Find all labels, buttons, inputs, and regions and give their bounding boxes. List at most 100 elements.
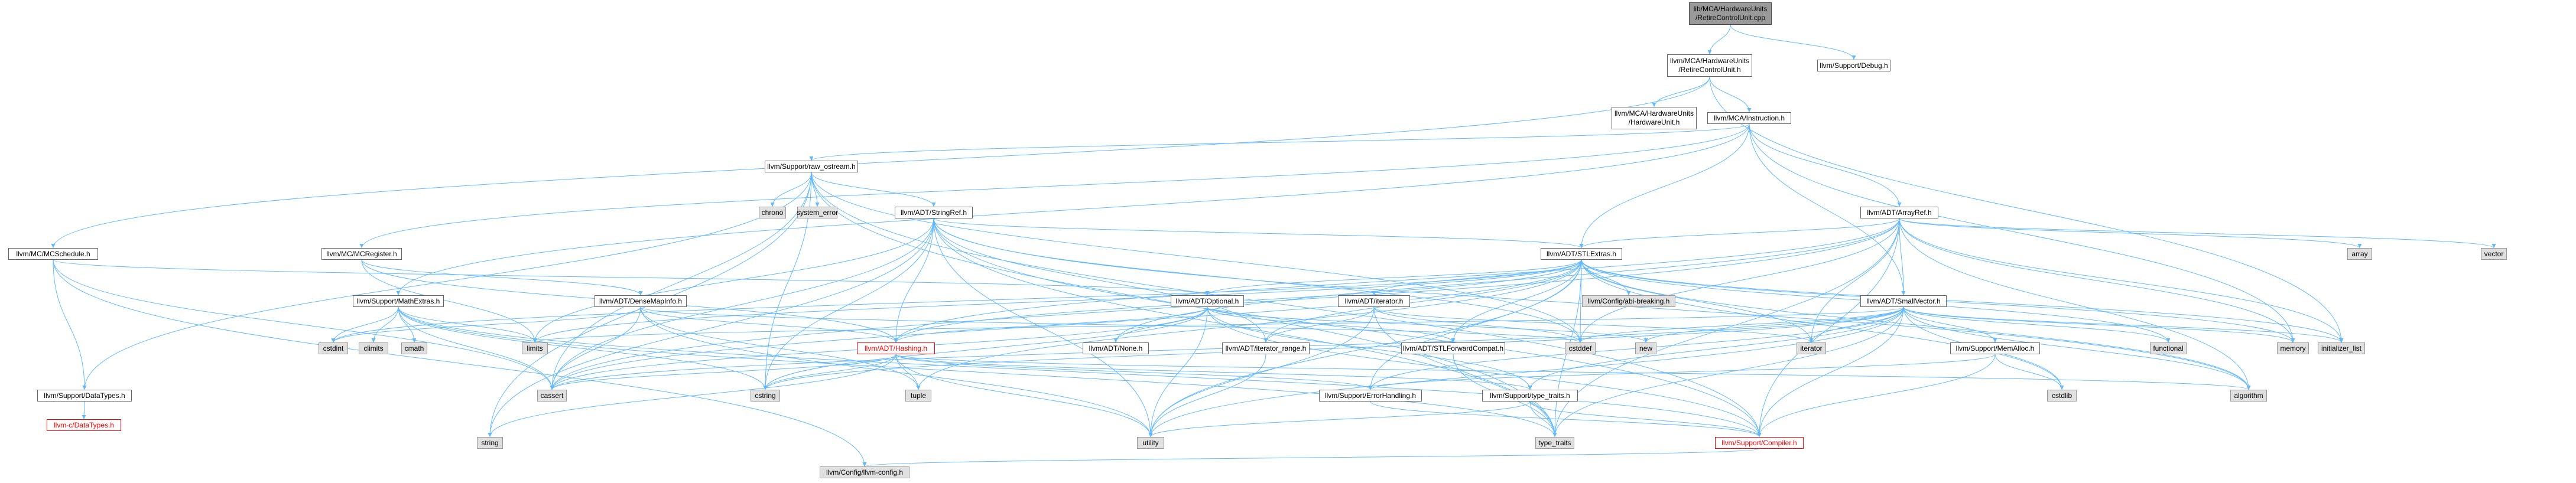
edge-instr-to-mathextras bbox=[396, 123, 1750, 296]
header-node-cstring: cstring bbox=[751, 390, 780, 402]
edge-optional-to-stlfwd bbox=[1207, 306, 1456, 343]
edge-stlextras-to-iterator_h bbox=[1372, 259, 1582, 296]
edge-raw-to-compiler bbox=[811, 172, 1762, 438]
header-node-utility: utility bbox=[1137, 437, 1164, 449]
header-node-smallvec[interactable]: llvm/ADT/SmallVector.h bbox=[1860, 295, 1947, 307]
edge-smallvec-to-memalloc bbox=[1903, 306, 1997, 343]
header-node-cdatatypes[interactable]: llvm-c/DataTypes.h bbox=[47, 419, 121, 431]
header-node-stlextras[interactable]: llvm/ADT/STLExtras.h bbox=[1541, 248, 1622, 260]
header-node-instr[interactable]: llvm/MCA/Instruction.h bbox=[1707, 112, 1791, 124]
edge-mcreg-to-limits bbox=[361, 259, 537, 343]
edge-memalloc-to-cstdlib bbox=[1994, 354, 2064, 390]
edge-root-to-rcu_h bbox=[1707, 24, 1731, 55]
edge-stlextras-to-tuple bbox=[916, 259, 1582, 390]
node-label-line: llvm/ADT/STLExtras.h bbox=[1546, 249, 1617, 258]
edge-smallvec-to-algorithm bbox=[1903, 306, 2251, 390]
header-node-none[interactable]: llvm/ADT/None.h bbox=[1083, 342, 1149, 354]
edge-arrayref-to-initlist bbox=[1899, 218, 2344, 343]
node-label-line: llvm-c/DataTypes.h bbox=[53, 420, 115, 429]
node-label-line: llvm/Support/MemAlloc.h bbox=[1955, 344, 2035, 353]
edge-root-to-debug bbox=[1730, 24, 1856, 60]
edge-typetraits_h-to-utility bbox=[1148, 401, 1531, 438]
node-label-line: cassert bbox=[540, 391, 564, 400]
header-node-datatypes[interactable]: llvm/Support/DataTypes.h bbox=[37, 390, 132, 402]
edge-hashing-to-cassert bbox=[550, 354, 896, 390]
header-node-typetraits-h[interactable]: llvm/Support/type_traits.h bbox=[1482, 390, 1578, 402]
edge-iterator_h-to-iterrange bbox=[1263, 306, 1375, 343]
header-node-raw[interactable]: llvm/Support/raw_ostream.h bbox=[765, 161, 858, 172]
node-label-line: llvm/Support/MathExtras.h bbox=[356, 296, 440, 305]
edge-mcsched-to-llvmconfig bbox=[53, 259, 867, 467]
edge-mcreg-to-densemapinfo bbox=[361, 259, 643, 296]
node-label-line: llvm/ADT/iterator_range.h bbox=[1225, 344, 1307, 353]
edge-mathextras-to-cassert bbox=[398, 306, 554, 390]
header-node-vector: vector bbox=[2481, 248, 2507, 260]
header-node-abibreak: llvm/Config/abi-breaking.h bbox=[1582, 295, 1675, 307]
edge-smallvec-to-limits bbox=[533, 306, 1904, 343]
node-label-line: /HardwareUnit.h bbox=[1628, 118, 1680, 126]
header-node-stlfwd[interactable]: llvm/ADT/STLForwardCompat.h bbox=[1401, 342, 1505, 354]
header-node-memalloc[interactable]: llvm/Support/MemAlloc.h bbox=[1950, 342, 2040, 354]
header-node-strref[interactable]: llvm/ADT/StringRef.h bbox=[895, 207, 973, 218]
header-node-iterrange[interactable]: llvm/ADT/iterator_range.h bbox=[1222, 342, 1310, 354]
node-label-line: array bbox=[2351, 249, 2368, 258]
node-label-line: llvm/Support/ErrorHandling.h bbox=[1324, 391, 1417, 400]
edge-datatypes-to-cdatatypes bbox=[82, 401, 86, 420]
edge-hashing-to-tuple bbox=[895, 354, 921, 390]
edge-densemapinfo-to-tuple bbox=[640, 306, 921, 390]
header-node-mcsched[interactable]: llvm/MC/MCSchedule.h bbox=[8, 248, 98, 260]
edge-hashing-to-typetraits_h bbox=[895, 354, 1532, 390]
edge-stlextras-to-limits bbox=[532, 259, 1582, 343]
edge-instr-to-raw bbox=[809, 123, 1750, 161]
edge-optional-to-typetraits_h bbox=[1207, 306, 1532, 390]
header-node-densemapinfo[interactable]: llvm/ADT/DenseMapInfo.h bbox=[595, 295, 687, 307]
header-node-limits: limits bbox=[522, 342, 548, 354]
node-label-line: /RetireControlUnit.h bbox=[1678, 66, 1741, 74]
header-node-mcreg[interactable]: llvm/MC/MCRegister.h bbox=[321, 248, 402, 260]
node-label-line: functional bbox=[2153, 344, 2184, 353]
edge-iterator_h-to-utility bbox=[1148, 306, 1375, 438]
node-label-line: llvm/MCA/Instruction.h bbox=[1713, 113, 1785, 122]
node-label-line: llvm/Config/llvm-config.h bbox=[826, 468, 904, 477]
node-label-line: iterator bbox=[1800, 344, 1823, 353]
edge-strref-to-cstddef bbox=[933, 218, 1583, 343]
edge-arrayref-to-compiler bbox=[1757, 218, 1900, 438]
node-label-line: vector bbox=[2484, 249, 2504, 258]
edge-errhandling-to-compiler bbox=[1370, 401, 1762, 438]
edge-stlextras-to-cstdlib bbox=[1581, 259, 2064, 390]
header-node-cstdlib: cstdlib bbox=[2047, 390, 2077, 402]
node-label-line: tuple bbox=[910, 391, 927, 400]
header-node-arrayref[interactable]: llvm/ADT/ArrayRef.h bbox=[1860, 207, 1938, 218]
edge-mcsched-to-datatypes bbox=[53, 259, 87, 390]
node-label-line: llvm/ADT/DenseMapInfo.h bbox=[599, 296, 683, 305]
edge-typetraits_h-to-compiler bbox=[1529, 401, 1762, 438]
edge-stlextras-to-utility bbox=[1148, 259, 1582, 438]
edge-mathextras-to-compiler bbox=[398, 306, 1762, 438]
edge-instr-to-mcreg bbox=[359, 123, 1750, 249]
edge-instr-to-smallvec bbox=[1749, 123, 1906, 296]
header-node-hashing[interactable]: llvm/ADT/Hashing.h bbox=[857, 342, 935, 354]
header-node-hwunit[interactable]: llvm/MCA/HardwareUnits/HardwareUnit.h bbox=[1612, 107, 1697, 129]
edge-raw-to-cstddef bbox=[811, 172, 1583, 343]
header-node-array: array bbox=[2347, 248, 2372, 260]
edge-arrayref-to-vector bbox=[1899, 218, 2496, 249]
edge-smallvec-to-iterator bbox=[1809, 306, 1904, 343]
header-node-iterator-h[interactable]: llvm/ADT/iterator.h bbox=[1338, 295, 1410, 307]
header-node-debug[interactable]: llvm/Support/Debug.h bbox=[1817, 60, 1890, 71]
node-label-line: algorithm bbox=[2234, 391, 2263, 400]
node-label-line: system_error bbox=[797, 208, 839, 217]
header-node-compiler[interactable]: llvm/Support/Compiler.h bbox=[1715, 437, 1804, 449]
node-label-line: llvm/Support/raw_ostream.h bbox=[767, 162, 856, 171]
header-node-mathextras[interactable]: llvm/Support/MathExtras.h bbox=[353, 295, 444, 307]
edge-strref-to-string bbox=[488, 218, 934, 438]
edge-strref-to-stlextras bbox=[933, 218, 1584, 249]
node-label-line: llvm/Support/type_traits.h bbox=[1490, 391, 1570, 400]
node-label-line: llvm/MCA/HardwareUnits bbox=[1614, 109, 1694, 118]
node-label-line: llvm/MC/MCRegister.h bbox=[326, 249, 397, 258]
header-node-optional[interactable]: llvm/ADT/Optional.h bbox=[1171, 295, 1244, 307]
header-node-rcu-h[interactable]: llvm/MCA/HardwareUnits/RetireControlUnit… bbox=[1667, 54, 1752, 77]
edge-raw-to-cassert bbox=[550, 172, 812, 390]
edge-hashing-to-cstring bbox=[763, 354, 896, 390]
header-node-errhandling[interactable]: llvm/Support/ErrorHandling.h bbox=[1319, 390, 1422, 402]
